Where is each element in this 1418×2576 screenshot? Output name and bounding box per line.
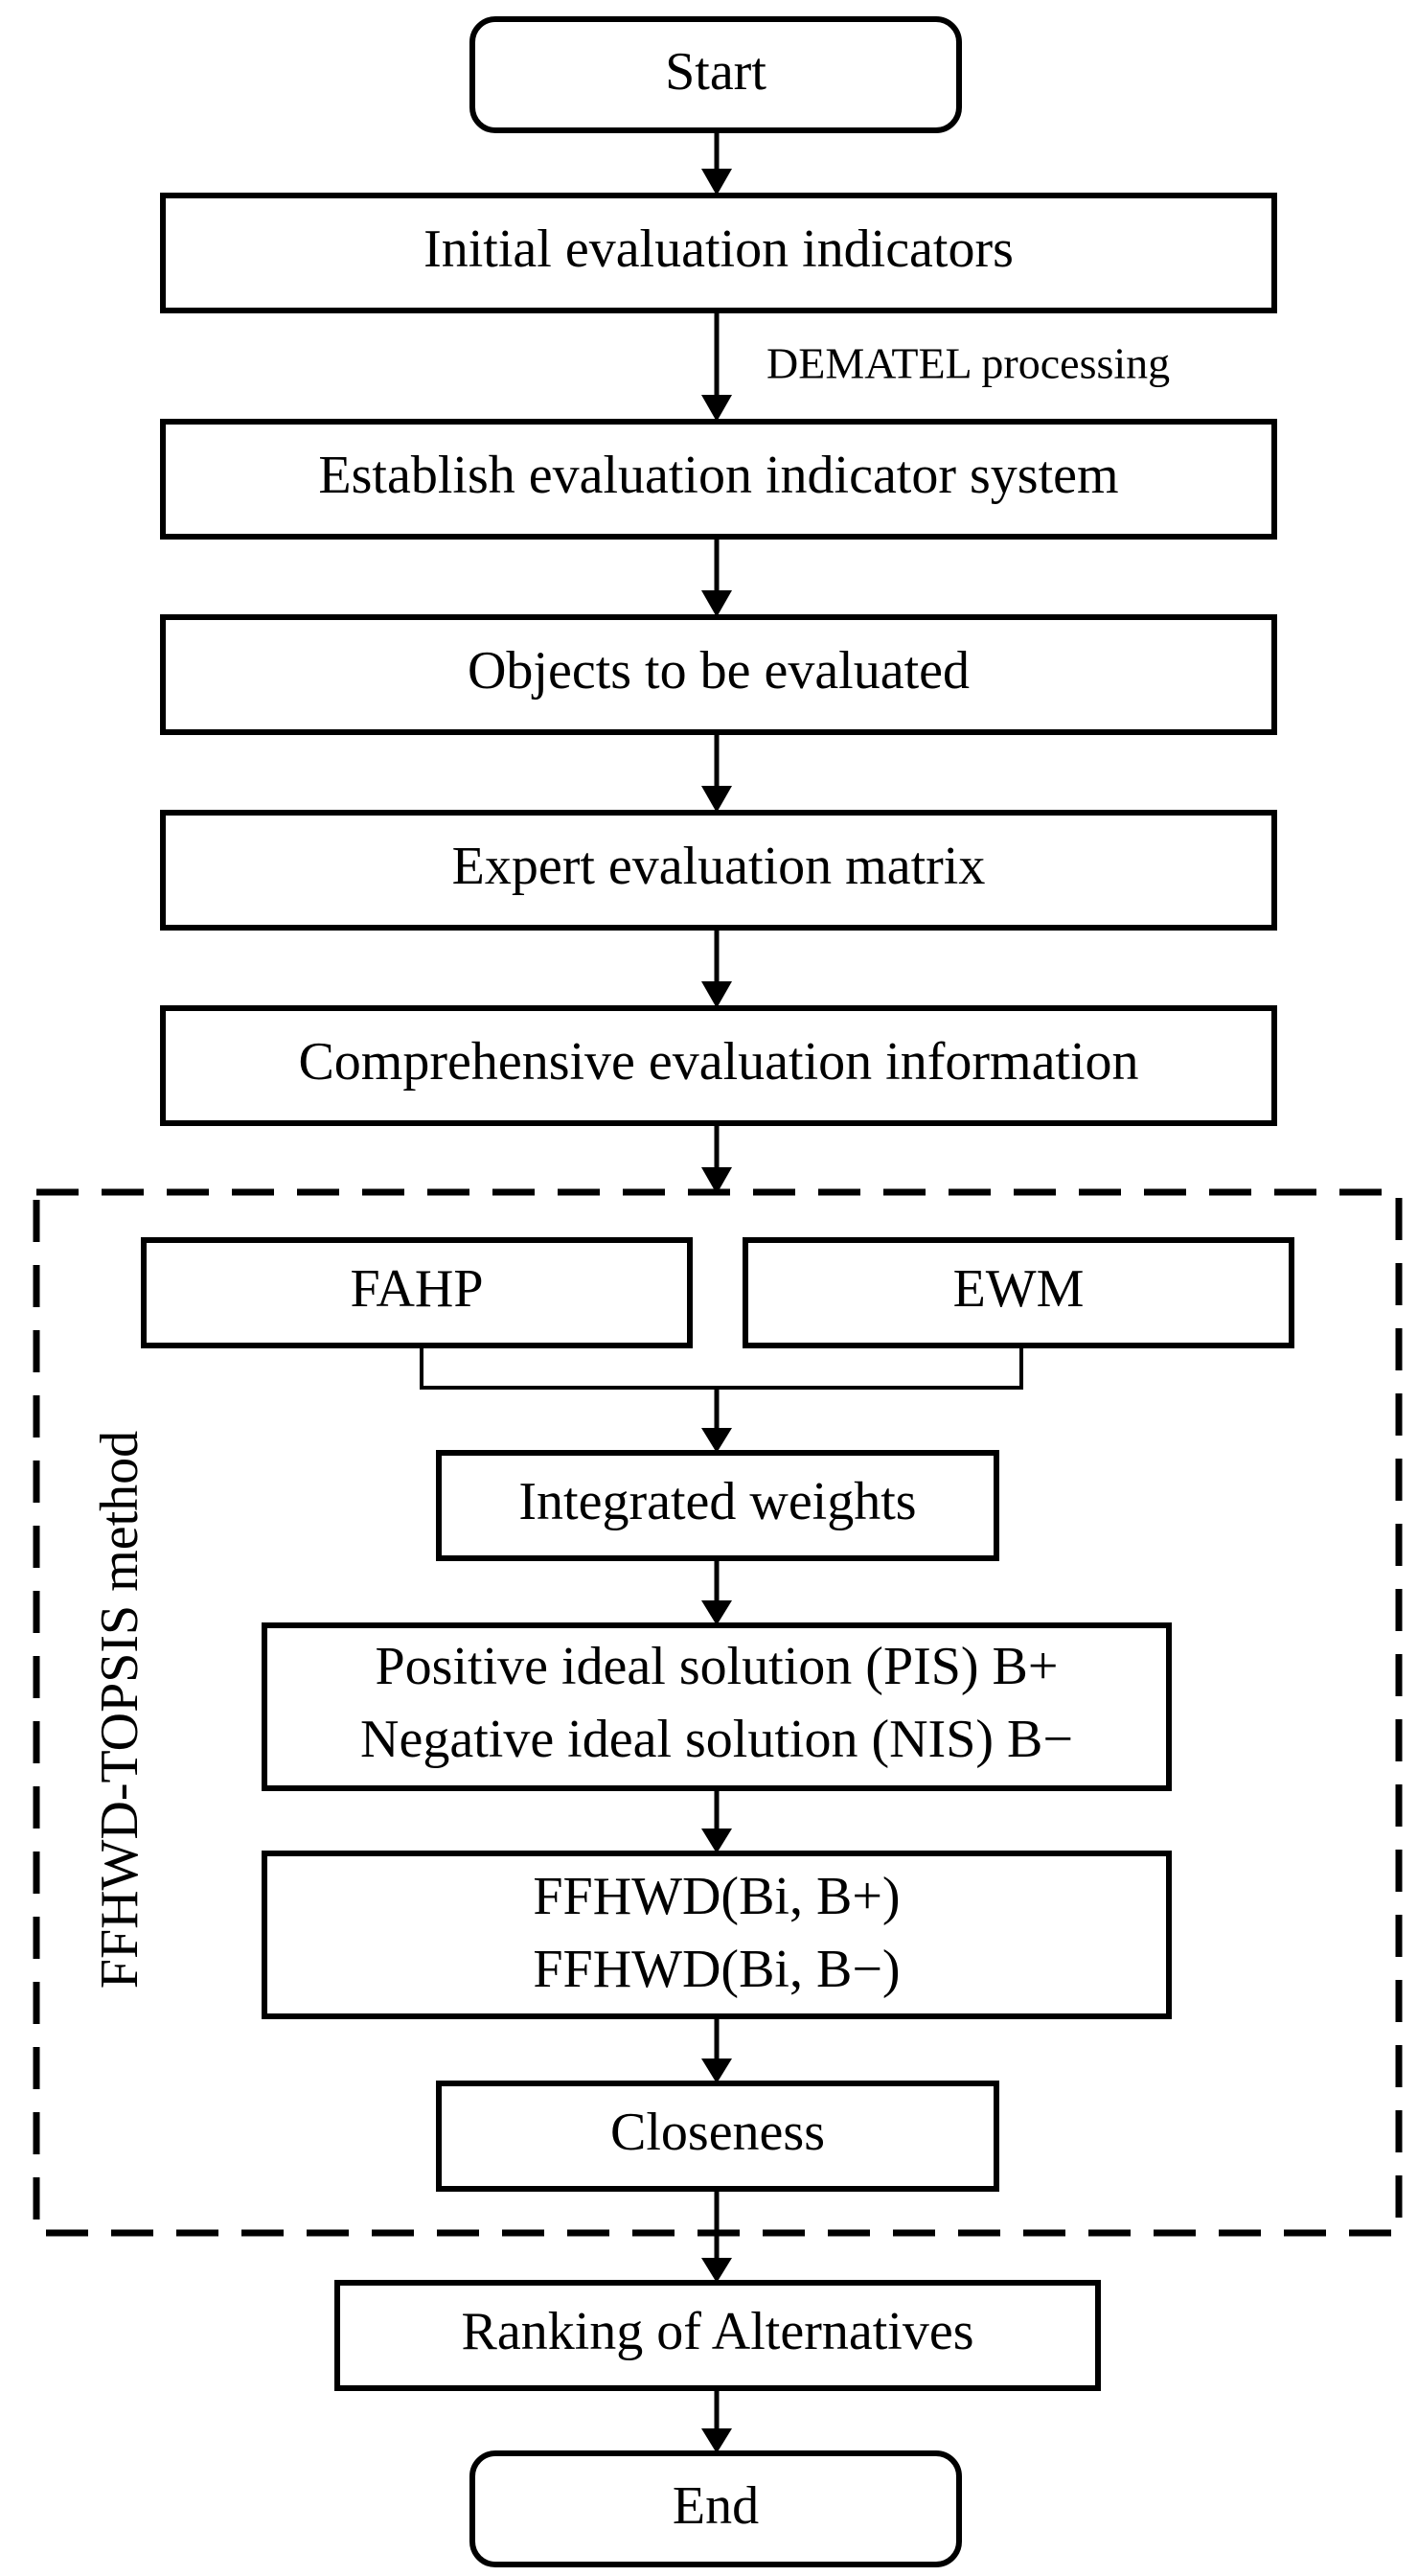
arrow-ranking-to-end bbox=[701, 2388, 732, 2453]
indicator-system-box: Establish evaluation indicator system bbox=[160, 419, 1277, 540]
arrow-merge-to-integrated bbox=[701, 1388, 732, 1453]
arrow-ffhwd-to-closeness bbox=[701, 2016, 732, 2083]
fahp-ewm-merge-connector bbox=[420, 1346, 1023, 1390]
start-label: Start bbox=[665, 42, 766, 102]
dematel-processing-label: DEMATEL processing bbox=[766, 339, 1170, 388]
arrow-ideal-to-ffhwd bbox=[701, 1788, 732, 1853]
comprehensive-info-label: Comprehensive evaluation information bbox=[298, 1032, 1138, 1092]
objects-label: Objects to be evaluated bbox=[468, 641, 970, 701]
arrow-start-to-initial bbox=[701, 130, 732, 196]
objects-box: Objects to be evaluated bbox=[160, 614, 1277, 735]
expert-matrix-label: Expert evaluation matrix bbox=[452, 837, 986, 896]
ewm-label: EWM bbox=[953, 1259, 1085, 1319]
arrow-initial-to-system bbox=[701, 310, 732, 422]
closeness-box: Closeness bbox=[436, 2081, 999, 2192]
indicator-system-label: Establish evaluation indicator system bbox=[318, 446, 1118, 505]
nis-label: Negative ideal solution (NIS) B− bbox=[360, 1710, 1073, 1769]
ideal-solutions-box: Positive ideal solution (PIS) B+ Negativ… bbox=[262, 1622, 1172, 1791]
expert-matrix-box: Expert evaluation matrix bbox=[160, 810, 1277, 931]
initial-indicators-box: Initial evaluation indicators bbox=[160, 193, 1277, 313]
pis-label: Positive ideal solution (PIS) B+ bbox=[376, 1637, 1059, 1696]
arrow-integrated-to-ideal bbox=[701, 1558, 732, 1625]
integrated-weights-box: Integrated weights bbox=[436, 1450, 999, 1561]
method-group-label: FFHWD-TOPSIS method bbox=[90, 1431, 149, 1989]
end-node: End bbox=[469, 2450, 962, 2567]
arrow-comprehensive-to-group bbox=[701, 1123, 732, 1194]
comprehensive-info-box: Comprehensive evaluation information bbox=[160, 1005, 1277, 1126]
arrow-system-to-objects bbox=[701, 537, 732, 617]
arrow-closeness-to-ranking bbox=[701, 2189, 732, 2283]
ranking-box: Ranking of Alternatives bbox=[334, 2280, 1101, 2391]
ranking-label: Ranking of Alternatives bbox=[461, 2302, 973, 2361]
integrated-weights-label: Integrated weights bbox=[518, 1472, 916, 1531]
ffhwd-box: FFHWD(Bi, B+) FFHWD(Bi, B−) bbox=[262, 1851, 1172, 2019]
end-label: End bbox=[673, 2476, 759, 2536]
arrow-objects-to-matrix bbox=[701, 732, 732, 813]
start-node: Start bbox=[469, 16, 962, 133]
fahp-box: FAHP bbox=[141, 1237, 693, 1348]
ffhwd-negative-label: FFHWD(Bi, B−) bbox=[533, 1940, 900, 1999]
ewm-box: EWM bbox=[743, 1237, 1294, 1348]
closeness-label: Closeness bbox=[610, 2103, 825, 2162]
ffhwd-positive-label: FFHWD(Bi, B+) bbox=[533, 1867, 900, 1926]
arrow-matrix-to-comprehensive bbox=[701, 928, 732, 1008]
fahp-label: FAHP bbox=[350, 1259, 483, 1319]
initial-indicators-label: Initial evaluation indicators bbox=[423, 219, 1014, 279]
